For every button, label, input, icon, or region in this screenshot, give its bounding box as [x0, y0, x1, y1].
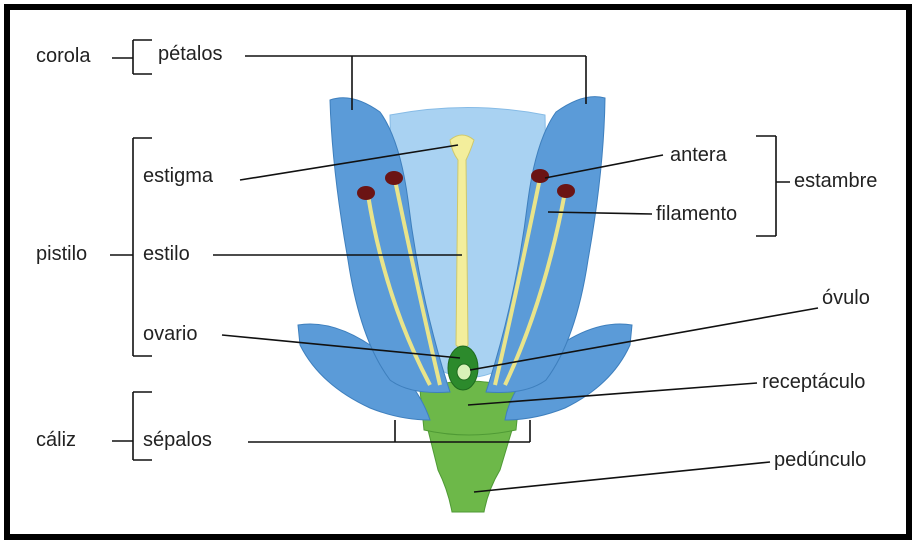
- label-estilo: estilo: [143, 244, 190, 264]
- leader-pedunculo: [474, 462, 770, 492]
- bracket-estambre: [756, 136, 790, 236]
- label-filamento: filamento: [656, 204, 737, 224]
- label-sepalos: sépalos: [143, 430, 212, 450]
- label-estambre: estambre: [794, 171, 877, 191]
- label-ovulo: óvulo: [822, 288, 870, 308]
- label-petalos: pétalos: [158, 44, 223, 64]
- label-pistilo: pistilo: [36, 244, 87, 264]
- label-ovario: ovario: [143, 324, 197, 344]
- label-caliz: cáliz: [36, 430, 76, 450]
- label-corola: corola: [36, 46, 90, 66]
- label-receptaculo: receptáculo: [762, 372, 865, 392]
- anther-right-2: [557, 184, 575, 198]
- anther-right-1: [531, 169, 549, 183]
- ovule: [457, 364, 471, 380]
- anther-left-1: [357, 186, 375, 200]
- anther-left-2: [385, 171, 403, 185]
- label-antera: antera: [670, 145, 727, 165]
- label-estigma: estigma: [143, 166, 213, 186]
- label-pedunculo: pedúnculo: [774, 450, 866, 470]
- leader-petalos: [245, 56, 586, 110]
- bracket-corola: [112, 40, 152, 74]
